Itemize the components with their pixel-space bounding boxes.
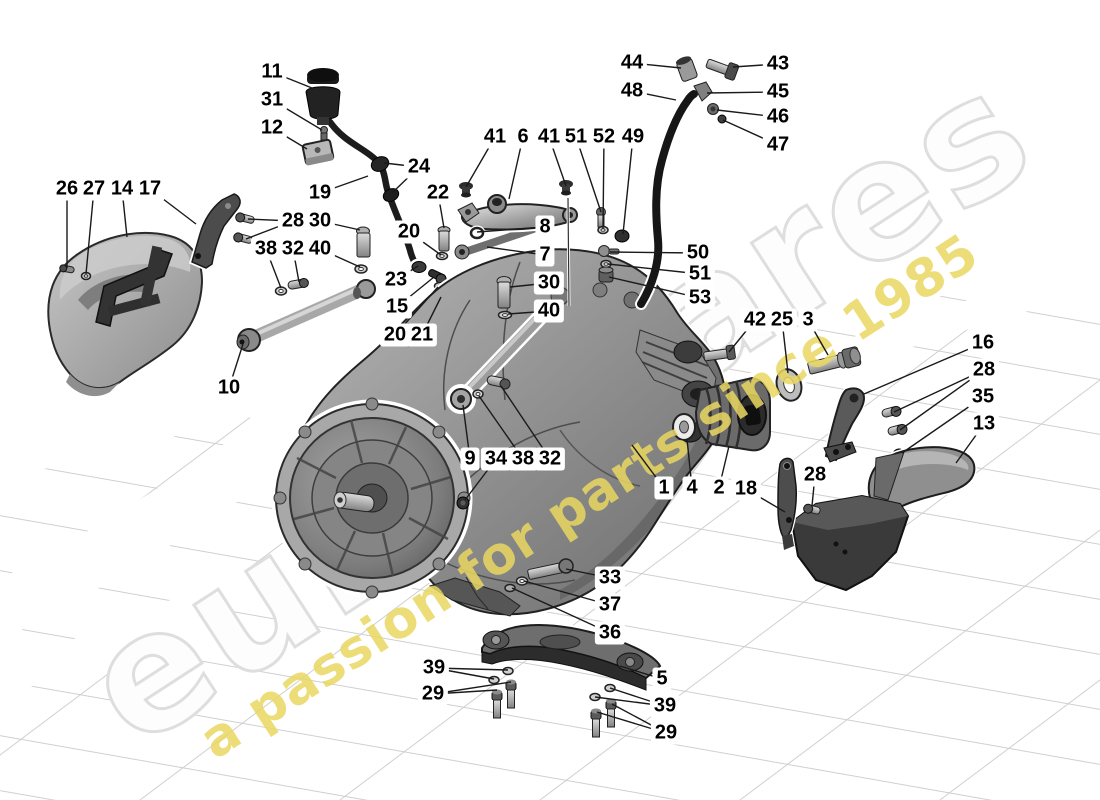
callout-50[interactable]: 50 bbox=[682, 241, 714, 265]
callout-23[interactable]: 23 bbox=[380, 268, 412, 292]
breather-hose bbox=[635, 56, 740, 310]
callout-5[interactable]: 5 bbox=[652, 667, 672, 691]
callout-27[interactable]: 27 bbox=[78, 177, 110, 201]
gear-lever-bracket bbox=[454, 180, 579, 307]
leader-line-27 bbox=[85, 188, 95, 275]
fluid-reservoir bbox=[301, 68, 422, 271]
callout-15[interactable]: 15 bbox=[381, 295, 413, 319]
mount-hardware-right bbox=[703, 344, 977, 592]
lever-18 bbox=[775, 456, 799, 550]
callout-53[interactable]: 53 bbox=[684, 286, 716, 310]
callout-16[interactable]: 16 bbox=[967, 331, 999, 355]
callout-26[interactable]: 26 bbox=[51, 177, 83, 201]
callout-37[interactable]: 37 bbox=[594, 593, 626, 617]
callout-29[interactable]: 29 bbox=[417, 682, 449, 706]
callout-43[interactable]: 43 bbox=[762, 52, 794, 76]
callout-34[interactable]: 34 bbox=[480, 447, 512, 471]
callout-51[interactable]: 51 bbox=[560, 125, 592, 149]
leader-line-8 bbox=[476, 226, 546, 233]
callout-17[interactable]: 17 bbox=[134, 177, 166, 201]
leader-line-53 bbox=[608, 276, 701, 299]
callout-20[interactable]: 20 bbox=[393, 220, 425, 244]
callout-2[interactable]: 2 bbox=[709, 476, 729, 500]
leader-line-49 bbox=[622, 136, 634, 235]
gearbox-housing bbox=[271, 246, 771, 618]
callout-22[interactable]: 22 bbox=[422, 181, 454, 205]
leader-line-36 bbox=[511, 587, 611, 634]
support-rod bbox=[236, 278, 376, 352]
callout-25[interactable]: 25 bbox=[766, 308, 798, 332]
callout-9[interactable]: 9 bbox=[460, 447, 480, 471]
callout-51[interactable]: 51 bbox=[684, 262, 716, 286]
callout-13[interactable]: 13 bbox=[968, 412, 1000, 436]
callout-52[interactable]: 52 bbox=[588, 125, 620, 149]
leader-line-32 bbox=[500, 385, 551, 460]
callout-49[interactable]: 49 bbox=[617, 125, 649, 149]
banjo-fitting-stack bbox=[596, 207, 630, 283]
bolt-3 bbox=[807, 346, 862, 375]
callout-14[interactable]: 14 bbox=[106, 177, 138, 201]
callout-8[interactable]: 8 bbox=[535, 215, 555, 239]
callout-24[interactable]: 24 bbox=[403, 155, 435, 179]
callout-40[interactable]: 40 bbox=[304, 237, 336, 261]
leader-line-51 bbox=[607, 263, 701, 275]
callout-39[interactable]: 39 bbox=[418, 656, 450, 680]
callout-10[interactable]: 10 bbox=[213, 376, 245, 400]
callout-38[interactable]: 38 bbox=[250, 237, 282, 261]
callout-30[interactable]: 30 bbox=[533, 271, 565, 295]
skid-shield-13 bbox=[790, 444, 977, 592]
callout-48[interactable]: 48 bbox=[616, 79, 648, 103]
callout-40[interactable]: 40 bbox=[533, 299, 565, 323]
callout-29[interactable]: 29 bbox=[650, 721, 682, 745]
callout-36[interactable]: 36 bbox=[594, 621, 626, 645]
bottom-hardware bbox=[465, 558, 664, 738]
callout-28[interactable]: 28 bbox=[968, 358, 1000, 382]
mount-plate-5 bbox=[479, 621, 664, 691]
callout-39[interactable]: 39 bbox=[649, 694, 681, 718]
callout-32[interactable]: 32 bbox=[277, 237, 309, 261]
shield-bracket bbox=[188, 191, 243, 271]
callout-41[interactable]: 41 bbox=[533, 125, 565, 149]
callout-30[interactable]: 30 bbox=[304, 209, 336, 233]
callout-18[interactable]: 18 bbox=[730, 477, 762, 501]
shield-fasteners bbox=[59, 212, 309, 296]
callout-47[interactable]: 47 bbox=[762, 133, 794, 157]
callout-41[interactable]: 41 bbox=[479, 125, 511, 149]
callout-42[interactable]: 42 bbox=[739, 308, 771, 332]
callout-12[interactable]: 12 bbox=[256, 116, 288, 140]
leader-line-16 bbox=[863, 342, 984, 395]
leader-line-7 bbox=[486, 246, 546, 256]
callout-6[interactable]: 6 bbox=[513, 125, 533, 149]
callout-28[interactable]: 28 bbox=[799, 463, 831, 487]
leader-line-51 bbox=[575, 136, 602, 213]
callout-21[interactable]: 21 bbox=[406, 323, 438, 347]
callout-20[interactable]: 20 bbox=[379, 323, 411, 347]
callout-31[interactable]: 31 bbox=[256, 88, 288, 112]
callout-4[interactable]: 4 bbox=[682, 476, 702, 500]
callout-11[interactable]: 11 bbox=[257, 60, 287, 84]
grommet-41-right bbox=[559, 180, 573, 196]
callout-1[interactable]: 1 bbox=[654, 476, 674, 500]
leader-line-52 bbox=[602, 136, 605, 230]
callout-3[interactable]: 3 bbox=[798, 308, 818, 332]
callout-38[interactable]: 38 bbox=[507, 447, 539, 471]
callout-28[interactable]: 28 bbox=[277, 209, 309, 233]
callout-33[interactable]: 33 bbox=[594, 566, 626, 590]
callout-19[interactable]: 19 bbox=[304, 181, 336, 205]
callout-32[interactable]: 32 bbox=[534, 447, 566, 471]
callout-45[interactable]: 45 bbox=[762, 80, 794, 104]
callout-46[interactable]: 46 bbox=[762, 105, 794, 129]
callout-44[interactable]: 44 bbox=[616, 51, 648, 75]
callout-35[interactable]: 35 bbox=[967, 385, 999, 409]
reservoir-bracket bbox=[301, 138, 335, 166]
washer-25 bbox=[775, 368, 803, 402]
callout-7[interactable]: 7 bbox=[535, 243, 555, 267]
heat-shield bbox=[44, 229, 206, 397]
